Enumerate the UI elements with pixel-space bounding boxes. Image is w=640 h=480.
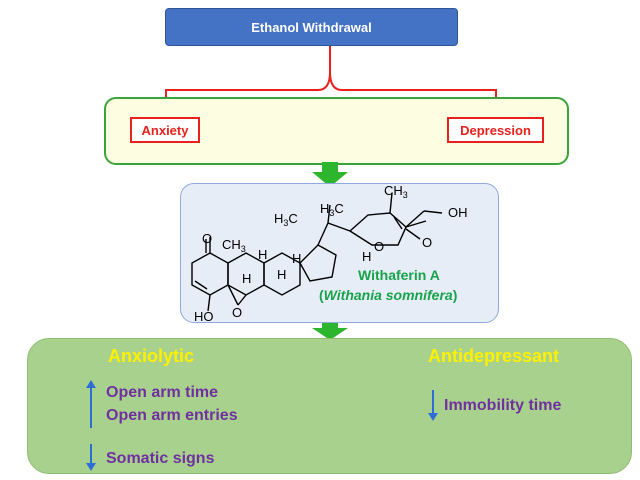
- anxiety-label: Anxiety: [130, 117, 200, 143]
- green-arrow-down-2: [312, 321, 348, 340]
- atom-h2: H: [277, 267, 286, 282]
- atom-h4: H: [242, 271, 251, 286]
- arrow-up-icon: [86, 380, 96, 428]
- compound-source: (Withania somnifera): [319, 287, 457, 303]
- atom-h1: H: [258, 247, 267, 262]
- compound-name: Withaferin A: [358, 267, 440, 283]
- effects-box: [27, 338, 632, 474]
- depression-label: Depression: [447, 117, 544, 143]
- atom-h5: H: [362, 249, 371, 264]
- red-bracket: [165, 46, 497, 117]
- withaferin-structure: CH3 H3C H3C CH3 OH HO O O O O H H H H H: [191, 183, 468, 323]
- atom-ch3-top: CH3: [384, 183, 408, 200]
- structure-box: [180, 183, 499, 323]
- anxiety-label-text: Anxiety: [141, 122, 189, 138]
- antidepressant-heading: Antidepressant: [428, 346, 560, 366]
- atom-o-epoxide: O: [232, 305, 242, 320]
- depression-label-text: Depression: [460, 122, 531, 138]
- somatic-signs: Somatic signs: [106, 450, 215, 467]
- atom-oh: OH: [448, 205, 468, 220]
- atom-o-carbonyl: O: [422, 235, 432, 250]
- title-text: Ethanol Withdrawal: [251, 19, 372, 35]
- structure-atom-labels: CH3 H3C H3C CH3 OH HO O O O O H H H H H: [194, 183, 468, 323]
- atom-o-lactone: O: [374, 239, 384, 254]
- atom-o-keto: O: [202, 231, 212, 246]
- open-arm-time: Open arm time: [106, 384, 219, 401]
- compound-source-close: ): [452, 287, 458, 303]
- atom-ch3-ring: CH3: [222, 237, 246, 254]
- arrow-down-icon: [86, 444, 96, 471]
- structure-bonds: [191, 192, 443, 312]
- immobility-time: Immobility time: [444, 397, 562, 414]
- anxiolytic-heading: Anxiolytic: [108, 346, 195, 366]
- arrow-down-icon: [428, 390, 438, 421]
- atom-h3c-mid: H3C: [320, 201, 344, 218]
- compound-source-open: (: [319, 287, 324, 303]
- atom-h3: H: [292, 251, 301, 266]
- atom-ho: HO: [194, 309, 214, 323]
- green-arrow-down-1: [312, 162, 348, 187]
- atom-h3c-left: H3C: [274, 211, 298, 228]
- open-arm-entries: Open arm entries: [106, 407, 238, 424]
- title-box: Ethanol Withdrawal: [165, 8, 458, 46]
- compound-source-name: Withania somnifera: [323, 287, 453, 303]
